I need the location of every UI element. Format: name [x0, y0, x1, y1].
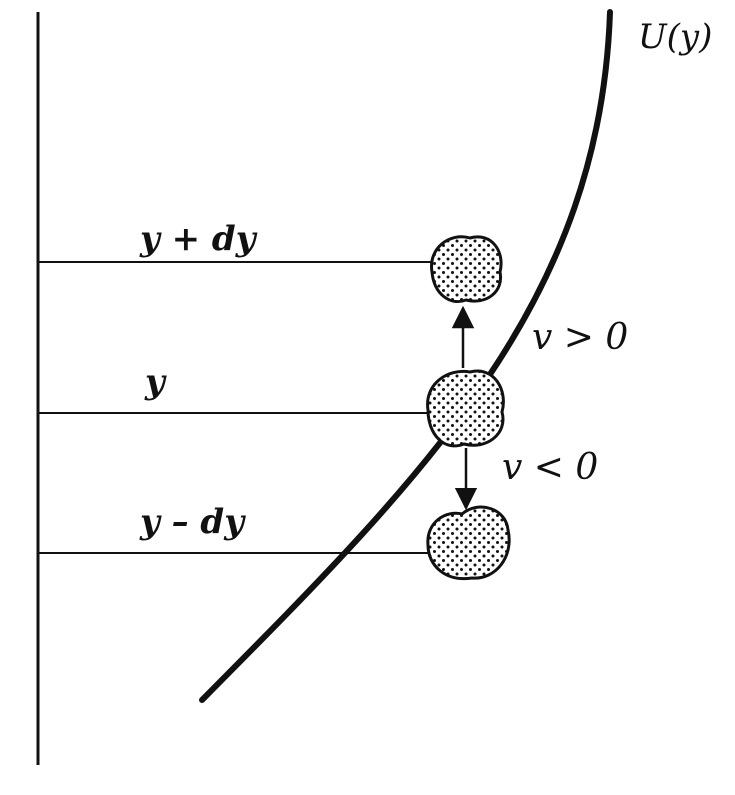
velocity-positive-label: v > 0	[532, 317, 629, 358]
level-label-upper: y + dy	[140, 219, 256, 259]
level-label-lower: y – dy	[140, 502, 244, 542]
level-label-middle: y	[145, 362, 165, 402]
fluid-parcel-lower	[426, 505, 511, 581]
fluid-parcel-middle	[426, 369, 505, 448]
velocity-negative-label: v < 0	[502, 447, 599, 488]
fluid-parcel-upper	[430, 235, 503, 303]
curve-label: U(y)	[638, 17, 713, 57]
